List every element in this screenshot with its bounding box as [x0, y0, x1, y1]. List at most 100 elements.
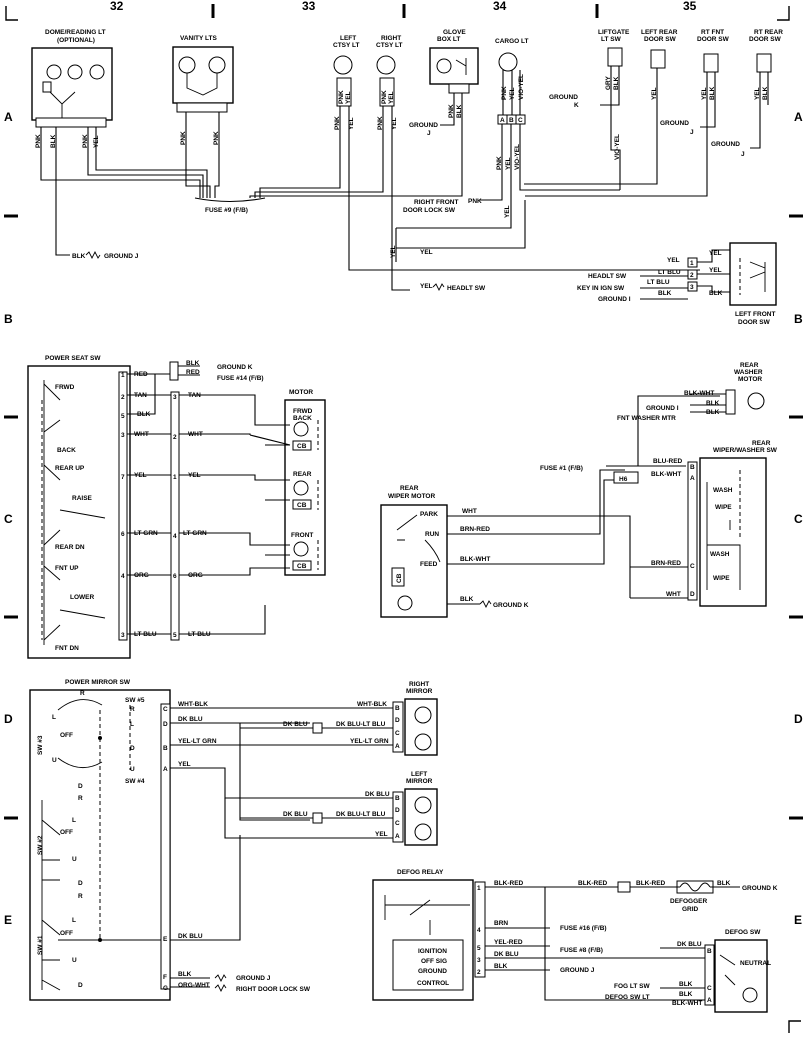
wire-label: BLK	[679, 991, 693, 998]
defog-relay-box	[372, 879, 474, 1001]
row-label: C	[794, 512, 803, 526]
pin-label: 1	[690, 260, 694, 267]
grid-labels: 32 33 34 35 A B C D E A B C D E	[4, 0, 803, 927]
wire-label: BLK	[178, 971, 192, 978]
right-mirror-label: MIRROR	[406, 688, 433, 695]
row-label: E	[4, 913, 12, 927]
wire-label: YEL-RED	[494, 939, 523, 946]
rt-fnt-door-label: RT FNT	[701, 29, 724, 36]
rfdls-label: RIGHT FRONT	[414, 199, 458, 206]
switch-letter: L	[72, 917, 76, 924]
wire-label: WHT	[134, 431, 149, 438]
cb-label: CB	[297, 502, 307, 509]
left-ctsy-label: LEFT	[340, 35, 356, 42]
wire-label: BLK	[456, 104, 463, 118]
wiper-switch-label: REAR	[752, 440, 771, 447]
wire-label: YEL	[178, 761, 191, 768]
wire-label: BLK	[494, 963, 508, 970]
left-rear-door-switch-icon	[650, 49, 666, 69]
switch-label: NEUTRAL	[740, 960, 771, 967]
connector-label: FNT WASHER MTR	[617, 415, 676, 422]
pin-label: C	[690, 563, 695, 570]
wire-label: YEL	[709, 250, 722, 257]
pin-label: D	[690, 591, 695, 598]
ground-letter: J	[741, 151, 745, 158]
wire-label: PNK	[377, 116, 384, 130]
washer-label: MOTOR	[738, 376, 762, 383]
mirror-motor-icon	[414, 706, 432, 724]
wiper-motor-icon	[397, 595, 413, 611]
right-ctsy-bulb-icon	[376, 55, 396, 75]
washer-label: WASHER	[734, 369, 763, 376]
seat-label: REAR UP	[55, 465, 85, 472]
wire-label: YEL	[651, 87, 658, 100]
wire-label: RED	[186, 369, 200, 376]
seat-connector	[118, 371, 128, 641]
switch-letter: L	[72, 817, 76, 824]
glove-bulb-icon	[436, 58, 452, 74]
wire-label: DK BLU	[494, 951, 519, 958]
wire-label: YEL	[667, 257, 680, 264]
left-ctsy-bulb-icon	[333, 55, 353, 75]
row-label: C	[4, 512, 13, 526]
pin-label: C	[163, 706, 168, 713]
seat-label: BACK	[57, 447, 76, 454]
motor-label: BACK	[293, 415, 312, 422]
column-label: 32	[110, 0, 124, 13]
wire-label: WHT-BLK	[357, 701, 387, 708]
defog-section: DEFOG RELAY 1 4 5 3 2 IGNITION OFF SIG G…	[372, 869, 778, 1013]
seat-label: FNT UP	[55, 565, 79, 572]
connector-label: DEFOG SW LT	[605, 994, 650, 1001]
wire-label: LT BLU	[658, 269, 681, 276]
wire-label: BLK	[186, 360, 200, 367]
seat-label: FRWD	[55, 384, 75, 391]
grid-frame	[4, 4, 803, 1033]
wire-label: YEL	[188, 472, 201, 479]
right-ctsy-connector	[379, 77, 395, 107]
pin-label: B	[395, 705, 400, 712]
connector-label: GROUND I	[598, 296, 631, 303]
seat-mid-connector	[170, 391, 180, 641]
wire-label: PNK	[213, 131, 220, 145]
defogger-grid-icon	[676, 880, 714, 894]
pin-label: B	[509, 117, 514, 124]
ground-label: GROUND K	[742, 885, 778, 892]
switch-letter: L	[130, 721, 134, 728]
fuse9-label: FUSE #9 (F/B)	[205, 207, 248, 214]
defogger-label: DEFOGGER	[670, 898, 708, 905]
defogger-label: GRID	[682, 906, 699, 913]
switch-letter: OFF	[60, 930, 73, 937]
pin-label: A	[707, 997, 712, 1004]
power-seat-section: POWER SEAT SW FRWD BACK REAR UP RAISE RE…	[27, 355, 326, 659]
connector-label: KEY IN IGN SW	[577, 285, 625, 292]
wire-label: BLK	[613, 76, 620, 90]
interior-lamps-section: DOME/READING LT (OPTIONAL) PNK BLK PNK Y…	[31, 29, 783, 326]
ground-label: GROUND K	[493, 602, 529, 609]
ground-label: GROUND	[660, 120, 689, 127]
wiper-label: WIPE	[713, 575, 730, 582]
fuse-label: FUSE #14 (F/B)	[217, 375, 264, 382]
wire-label: PNK	[82, 134, 89, 148]
wire-label: BLK	[50, 134, 57, 148]
wire-label: WHT	[666, 591, 681, 598]
pin-label: 4	[477, 927, 481, 934]
wire-label: BLK-WHT	[651, 471, 681, 478]
pin-label: F	[163, 974, 167, 981]
cargo-light-label: CARGO LT	[495, 38, 528, 45]
wire-label: TAN	[134, 392, 147, 399]
left-ctsy-label: CTSY LT	[333, 42, 360, 49]
motor-icon	[293, 421, 309, 437]
column-label: 35	[683, 0, 697, 13]
wire-label: YEL	[93, 135, 100, 148]
left-mirror-box	[404, 788, 438, 846]
wire-label: WHT	[188, 431, 203, 438]
wire-label: YEL	[388, 91, 395, 104]
seat-label: REAR DN	[55, 544, 85, 551]
rt-fnt-door-switch-icon	[703, 53, 719, 73]
seat-motor-box	[284, 399, 326, 576]
glove-box-label: BOX LT	[437, 36, 460, 43]
seat-label: LOWER	[70, 594, 94, 601]
wire-label: VIO-YEL	[518, 74, 525, 100]
rt-rear-door-label: RT REAR	[754, 29, 783, 36]
pin-label: D	[395, 717, 400, 724]
